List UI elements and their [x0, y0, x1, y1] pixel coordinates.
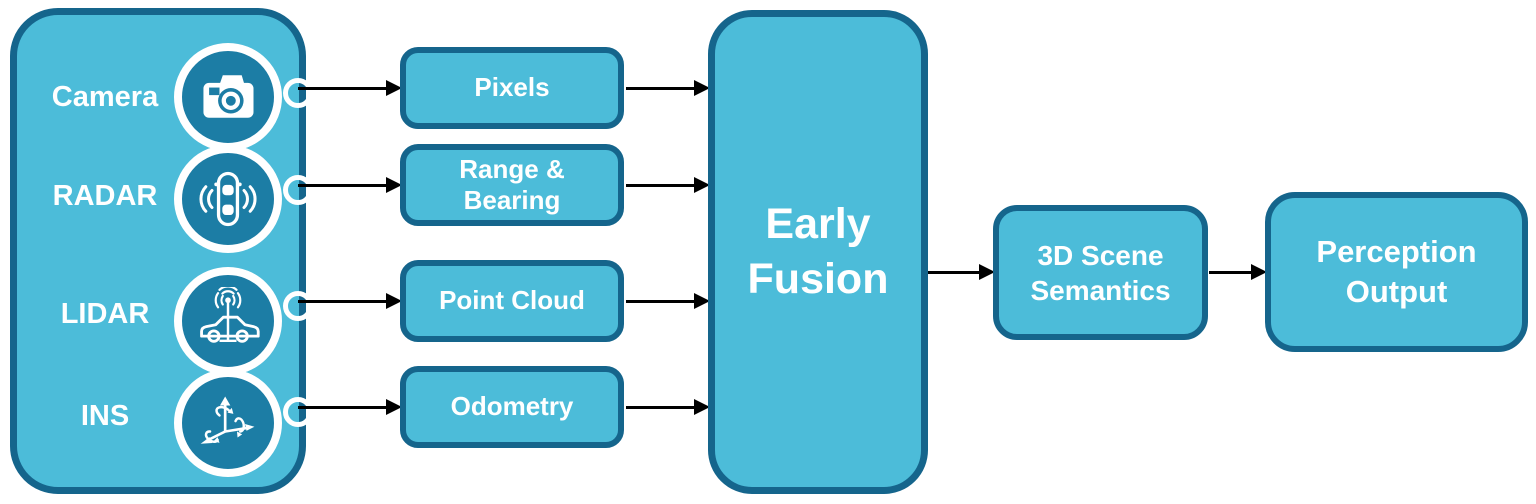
pixels-label: Pixels: [474, 72, 550, 103]
arrow-radar-to-range: [298, 183, 386, 187]
ins-output-port: [283, 397, 313, 427]
arrow-lidar-to-pointcloud: [298, 299, 386, 303]
sensor-label-ins: INS: [80, 400, 130, 432]
camera-icon: [174, 43, 282, 151]
arrow-odometry-to-fusion: [626, 405, 694, 409]
point-cloud-box: Point Cloud: [400, 260, 624, 342]
radar-output-port: [283, 175, 313, 205]
arrow-ins-to-odometry: [298, 405, 386, 409]
camera-output-port: [283, 78, 313, 108]
arrow-range-to-fusion: [626, 183, 694, 187]
odometry-label: Odometry: [450, 391, 574, 422]
odometry-box: Odometry: [400, 366, 624, 448]
point-cloud-label: Point Cloud: [439, 285, 585, 316]
pixels-box: Pixels: [400, 47, 624, 129]
scene-semantics-label: 3D Scene Semantics: [1030, 239, 1171, 306]
arrow-camera-to-pixels: [298, 86, 386, 90]
early-fusion-label: Early Fusion: [747, 199, 889, 303]
ins-axes-icon: [174, 369, 282, 477]
perception-output-label: Perception Output: [1316, 233, 1477, 309]
sensor-label-camera: Camera: [51, 81, 159, 113]
early-fusion-box: Early Fusion: [708, 10, 928, 494]
perception-output-box: Perception Output: [1265, 192, 1528, 352]
range-bearing-box: Range & Bearing: [400, 144, 624, 226]
arrow-pointcloud-to-fusion: [626, 299, 694, 303]
sensor-label-lidar: LIDAR: [60, 298, 150, 330]
lidar-output-port: [283, 291, 313, 321]
arrow-fusion-to-scene: [928, 270, 979, 274]
sensor-label-radar: RADAR: [52, 180, 158, 212]
arrow-pixels-to-fusion: [626, 86, 694, 90]
radar-car-icon: [174, 145, 282, 253]
sensor-panel: Camera RADAR LIDAR INS: [10, 8, 313, 494]
arrow-scene-to-perception: [1209, 270, 1251, 274]
scene-semantics-box: 3D Scene Semantics: [993, 205, 1208, 340]
range-bearing-label: Range & Bearing: [459, 153, 565, 215]
lidar-car-icon: [174, 267, 282, 375]
